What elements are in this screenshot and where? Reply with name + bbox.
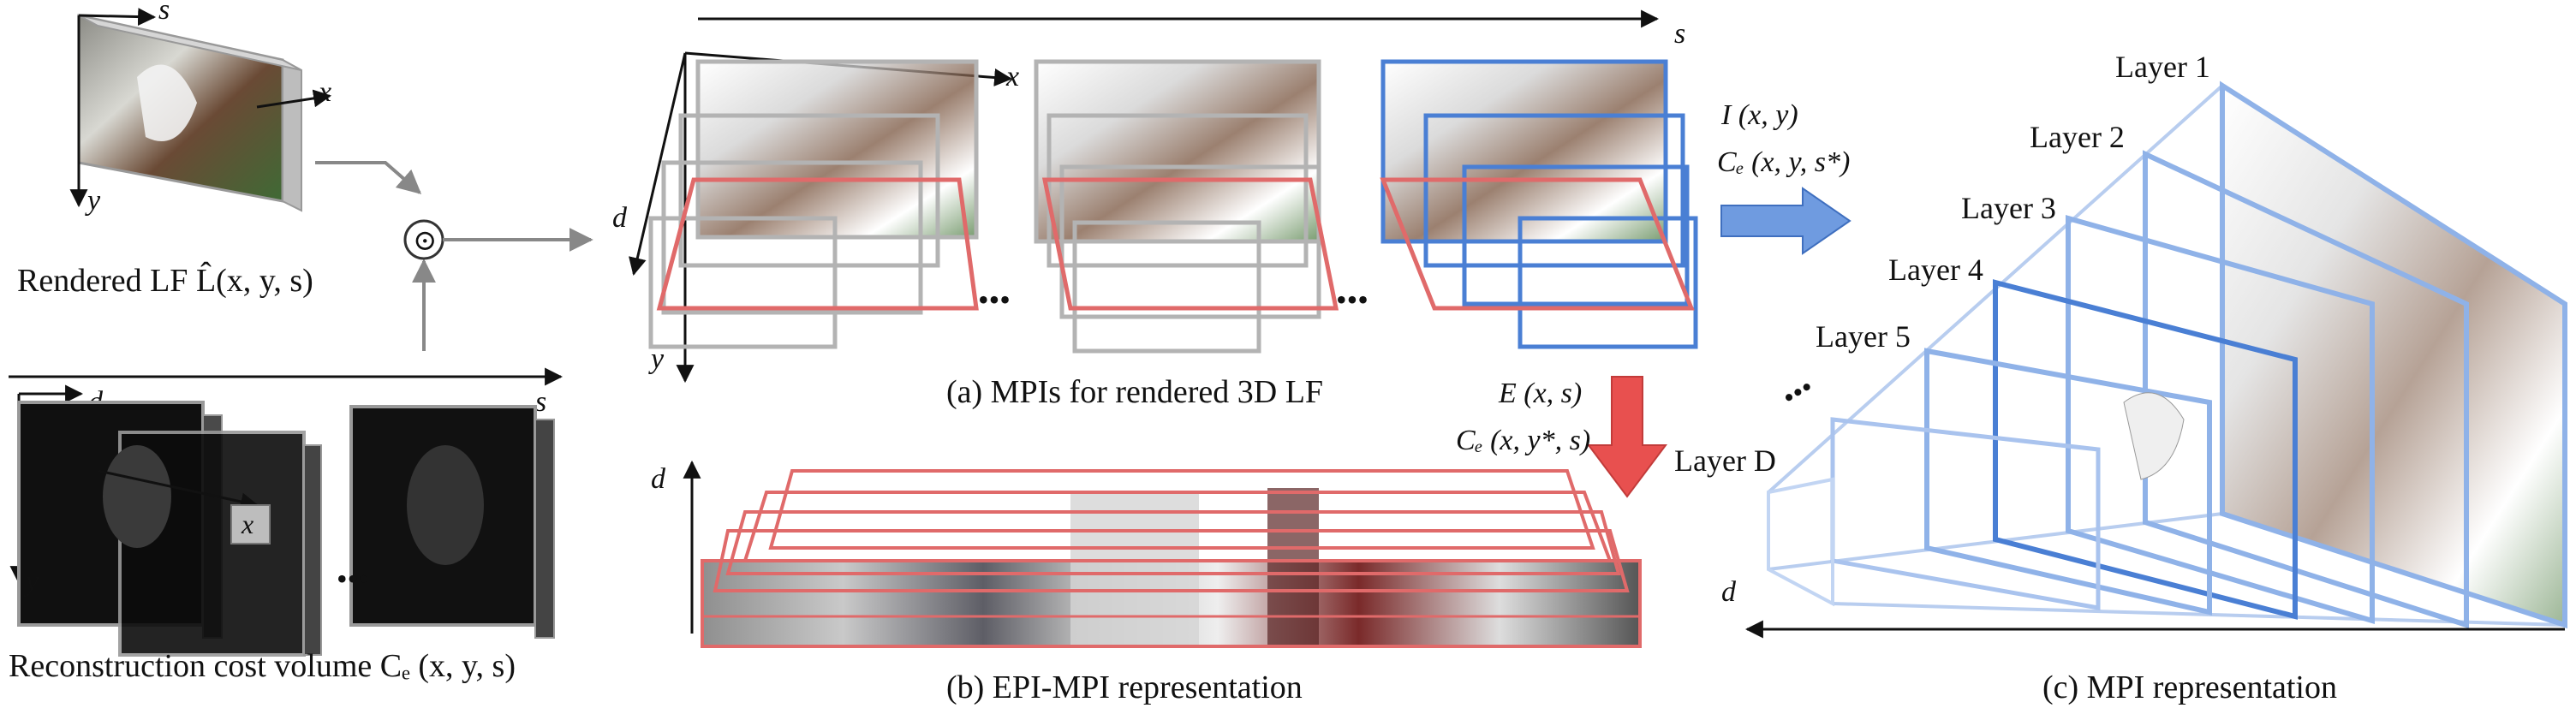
cost-volume-ellipsis: ••• xyxy=(337,562,369,596)
axis-y-label-top: y xyxy=(85,185,101,217)
axis-x-label-bottom: x xyxy=(241,509,253,539)
cost-volume-stack-1 xyxy=(17,401,322,657)
layer-4-label: Layer 4 xyxy=(1888,253,1983,287)
down-arrow-label-1: E (x, s) xyxy=(1498,378,1582,409)
rendered-lf-caption: Rendered LF L̂(x, y, s) xyxy=(17,262,313,299)
epi-mpi-layers xyxy=(701,469,1642,648)
panel-a-ellipsis-1: ••• xyxy=(978,283,1011,317)
panel-c-axis-d: d xyxy=(1721,576,1737,608)
axis-s-label-top: s xyxy=(158,0,170,26)
panel-a-axis-x: x xyxy=(1005,61,1019,92)
operator-symbol: ⊙ xyxy=(413,225,438,257)
panel-c-caption: (c) MPI representation xyxy=(2042,669,2337,705)
mpi-stack-blue xyxy=(1380,59,1698,349)
down-arrow xyxy=(1587,376,1667,498)
rendered-lf-stack xyxy=(77,14,302,212)
layer-1-label: Layer 1 xyxy=(2115,50,2210,84)
axis-y-label-bottom: y xyxy=(23,566,39,598)
panel-b-caption: (b) EPI-MPI representation xyxy=(946,669,1303,705)
cost-volume-stack-2 xyxy=(349,405,555,639)
mpi-stack-gray-2 xyxy=(1034,59,1339,354)
axis-x-label-top: x xyxy=(318,76,331,108)
cost-volume-caption: Reconstruction cost volume Cₑ (x, y, s) xyxy=(9,648,516,684)
panel-a-axis-d: d xyxy=(612,202,628,234)
down-arrow-label-2: Cₑ (x, y*, s) xyxy=(1456,425,1590,456)
layer-3-label: Layer 3 xyxy=(1961,191,2056,225)
panel-a-caption: (a) MPIs for rendered 3D LF xyxy=(946,374,1323,410)
cost-volume-x-marker xyxy=(98,469,271,544)
mpi-stack-gray-1 xyxy=(648,59,979,349)
mpi-frustum xyxy=(1767,80,2567,629)
right-arrow-label-2: Cₑ (x, y, s*) xyxy=(1717,146,1850,178)
rendered-lf-axes xyxy=(69,8,332,208)
panel-a-axis-s: s xyxy=(1674,18,1685,50)
panel-b-axis-d: d xyxy=(651,463,666,495)
right-arrow xyxy=(1720,187,1852,255)
combine-operator xyxy=(315,161,593,351)
layer-5-label: Layer 5 xyxy=(1816,319,1911,354)
panel-a-ellipsis-2: ••• xyxy=(1336,283,1368,317)
panel-a-axis-y: y xyxy=(648,343,665,375)
right-arrow-label-1: I (x, y) xyxy=(1720,99,1798,131)
layer-d-label: Layer D xyxy=(1674,443,1776,478)
panel-c-ellipsis: ••• xyxy=(1777,372,1819,414)
axis-s-label-bottom: s xyxy=(535,386,546,418)
layer-2-label: Layer 2 xyxy=(2030,120,2125,154)
